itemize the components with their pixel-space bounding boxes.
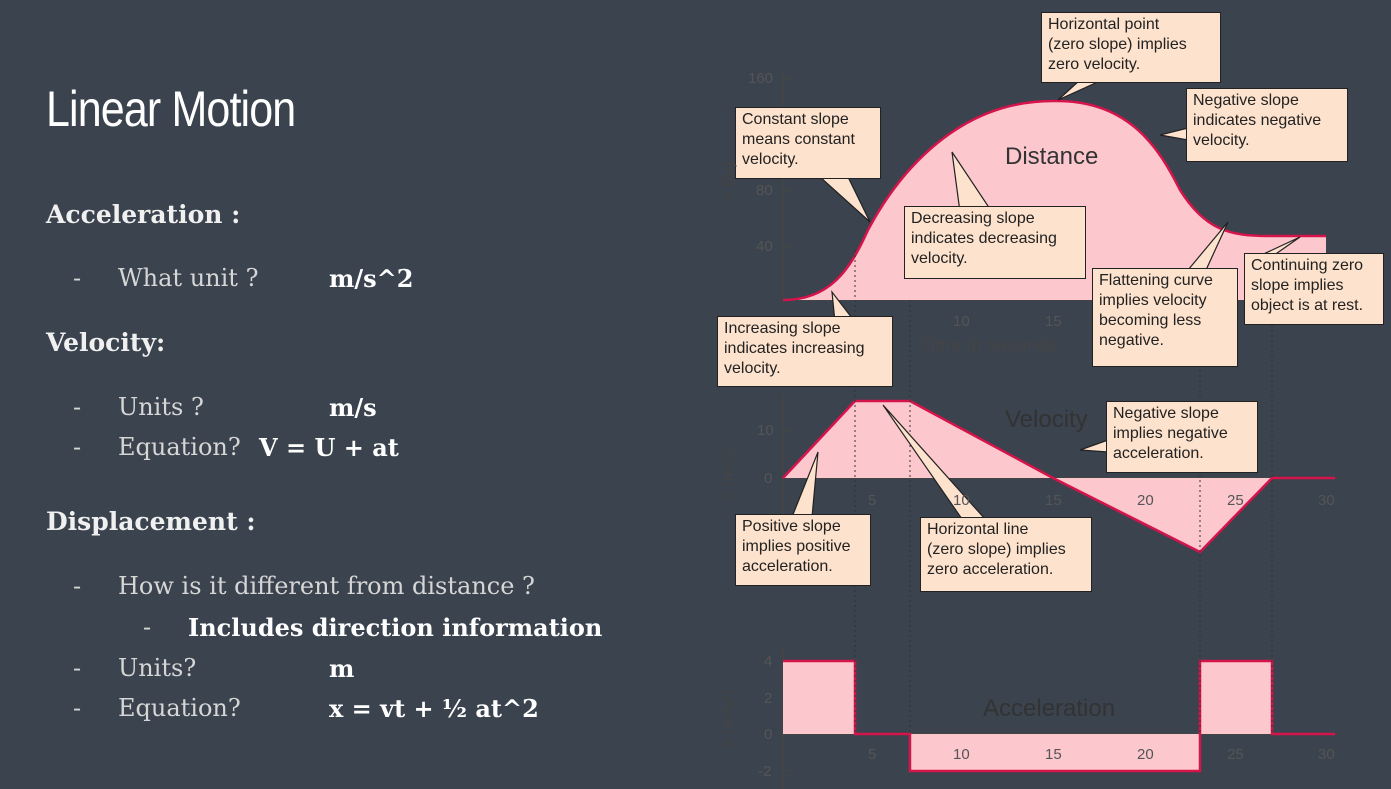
callout-decreasing-slope: Decreasing slope indicates decreasing ve… xyxy=(904,206,1086,279)
callout-continuing-zero: Continuing zero slope implies object is … xyxy=(1244,253,1384,325)
tick-label: 5 xyxy=(868,492,877,509)
answer-text: Includes direction information xyxy=(188,613,603,642)
tick-label: 0 xyxy=(764,470,773,487)
tick-label: 5 xyxy=(868,746,877,763)
answer-text: m/s xyxy=(329,393,377,422)
tick-label: 20 xyxy=(1137,492,1154,509)
velocity-curve xyxy=(782,399,1335,554)
accel-curve xyxy=(783,659,1335,773)
callout-flattening-curve: Flattening curve implies velocity becomi… xyxy=(1092,268,1238,367)
tick-label: 160 xyxy=(748,70,774,87)
tick-label: 10 xyxy=(953,746,970,763)
accel-positive-block-1 xyxy=(783,661,855,734)
tick-label: 40 xyxy=(756,238,773,255)
time-axis-label: Time in seconds xyxy=(920,335,1058,356)
callout-horizontal-line: Horizontal line (zero slope) implies zer… xyxy=(920,517,1092,592)
tick-label: 25 xyxy=(1227,746,1244,763)
velocity-y-label: v (m/s) xyxy=(718,448,737,500)
tick-label: 10 xyxy=(953,313,970,330)
heading-acceleration: Acceleration : xyxy=(46,200,241,229)
answer-text: m/s^2 xyxy=(329,264,414,293)
tick-label: 15 xyxy=(1045,746,1062,763)
question-text: How is it different from distance ? xyxy=(118,572,535,600)
slide-title: Linear Motion xyxy=(46,81,296,137)
question-text: Units? xyxy=(118,654,197,682)
accel-positive-block-2 xyxy=(1200,661,1272,734)
callout-negative-slope: Negative slope indicates negative veloci… xyxy=(1186,88,1348,162)
tick-label: 4 xyxy=(764,653,773,670)
bullet-dash: - xyxy=(73,433,82,461)
accel-y-label: a (m/s²) xyxy=(718,689,737,748)
answer-text: m xyxy=(329,654,355,683)
bullet-dash: - xyxy=(73,572,82,600)
answer-text: x = vt + ½ at^2 xyxy=(329,694,539,723)
answer-text: V = U + at xyxy=(259,433,399,462)
y-axis-ticks xyxy=(783,77,790,772)
callout-pointers xyxy=(791,79,1301,520)
heading-velocity: Velocity: xyxy=(46,328,166,357)
bullet-dash: - xyxy=(73,694,82,722)
tick-label: -2 xyxy=(758,763,772,780)
distance-area xyxy=(783,100,1326,301)
tick-label: 15 xyxy=(1045,313,1062,330)
guide-lines xyxy=(854,250,1273,734)
callout-constant-slope: Constant slope means constant velocity. xyxy=(735,107,881,179)
bullet-dash: - xyxy=(143,613,152,641)
tick-label: 80 xyxy=(756,182,773,199)
question-text: Equation? xyxy=(118,694,241,722)
tick-label: 30 xyxy=(1318,746,1335,763)
tick-label: 2 xyxy=(764,690,773,707)
question-text: What unit ? xyxy=(118,264,259,292)
distance-curve xyxy=(782,99,1326,302)
callout-increasing-slope: Increasing slope indicates increasing ve… xyxy=(717,316,893,387)
accel-negative-block xyxy=(910,734,1200,771)
tick-label: 10 xyxy=(953,492,970,509)
heading-displacement: Displacement : xyxy=(46,507,256,536)
velocity-panel-label: Velocity xyxy=(1005,406,1088,433)
velocity-area xyxy=(783,401,1272,552)
tick-label: 0 xyxy=(764,726,773,743)
tick-label: 25 xyxy=(1227,492,1244,509)
slide-text-panel: Linear Motion Acceleration : - What unit… xyxy=(46,81,603,723)
question-text: Equation? xyxy=(118,433,241,461)
acceleration-panel-label: Acceleration xyxy=(983,695,1116,722)
tick-label: 30 xyxy=(1318,492,1335,509)
distance-y-label: x (m) xyxy=(718,161,737,200)
callout-negative-accel: Negative slope implies negative accelera… xyxy=(1106,401,1258,473)
bullet-dash: - xyxy=(73,393,82,421)
bullet-dash: - xyxy=(73,654,82,682)
question-text: Units ? xyxy=(118,393,204,421)
callout-positive-slope: Positive slope implies positive accelera… xyxy=(735,514,871,586)
callout-horizontal-point: Horizontal point (zero slope) implies ze… xyxy=(1041,12,1221,83)
tick-label: 15 xyxy=(1045,492,1062,509)
tick-label: 20 xyxy=(1137,746,1154,763)
bullet-dash: - xyxy=(73,264,82,292)
tick-label: 10 xyxy=(757,422,774,439)
distance-panel-label: Distance xyxy=(1005,143,1099,170)
